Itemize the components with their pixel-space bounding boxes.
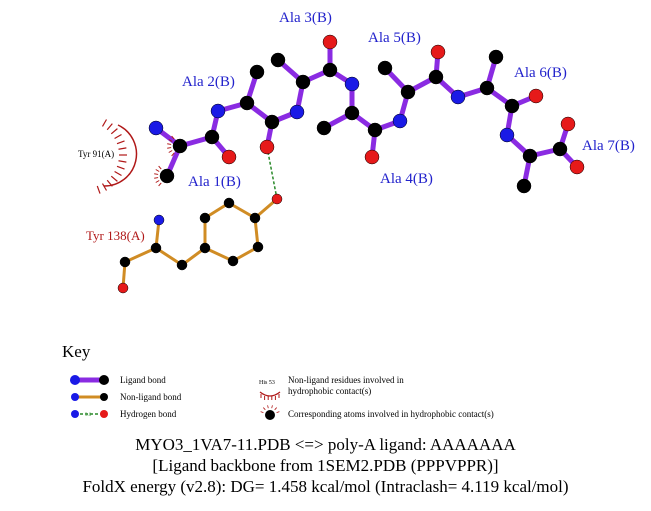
- hydrophobic-contact-arc: [96, 119, 138, 194]
- key-nonligand-bond-label: Non-ligand bond: [120, 392, 182, 402]
- oxygen-atom: [560, 116, 576, 132]
- residue-label-ala4: Ala 4(B): [380, 171, 433, 187]
- carbon-atom: [119, 256, 131, 268]
- nitrogen-atom: [499, 127, 515, 143]
- key-hydrogen-bond-label: Hydrogen bond: [120, 409, 177, 419]
- nitrogen-atom: [392, 113, 408, 129]
- carbon-atom: [223, 197, 235, 209]
- carbon-atom: [488, 49, 504, 65]
- carbon-atom: [249, 64, 265, 80]
- key-hydrophobic-example: His 53: [259, 380, 275, 386]
- carbon-atom: [264, 114, 280, 130]
- carbon-atom: [99, 375, 109, 385]
- nitrogen-atom: [71, 393, 79, 401]
- carbon-atom: [504, 98, 520, 114]
- key-legend: [70, 375, 281, 420]
- nitrogen-atom: [289, 104, 305, 120]
- residue-label-ala2: Ala 2(B): [182, 74, 235, 90]
- oxygen-atom: [322, 34, 338, 50]
- carbon-atom: [516, 178, 532, 194]
- oxygen-atom: [271, 193, 283, 205]
- carbon-atom: [159, 168, 175, 184]
- carbon-atom: [428, 69, 444, 85]
- oxygen-atom: [569, 159, 585, 175]
- carbon-atom: [322, 62, 338, 78]
- residue-label-ala6: Ala 6(B): [514, 65, 567, 81]
- key-ligand-bond-label: Ligand bond: [120, 375, 166, 385]
- carbon-atom: [522, 148, 538, 164]
- oxygen-atom: [364, 149, 380, 165]
- hydrophobic-atom-icon: [265, 410, 275, 420]
- hydrogen-bond: [266, 146, 278, 200]
- carbon-atom: [227, 255, 239, 267]
- key-hydrophobic-residues-label: Non-ligand residues involved in hydropho…: [288, 375, 404, 396]
- hydrophobic-atom-marker: [154, 165, 162, 187]
- residue-label-ala1: Ala 1(B): [188, 174, 241, 190]
- carbon-atom: [199, 212, 211, 224]
- nitrogen-atom: [153, 214, 165, 226]
- carbon-atom: [100, 393, 108, 401]
- carbon-atom: [199, 242, 211, 254]
- carbon-atom: [367, 122, 383, 138]
- carbon-atom: [172, 138, 188, 154]
- residue-label-ala7: Ala 7(B): [582, 138, 635, 154]
- carbon-atom: [239, 95, 255, 111]
- oxygen-atom: [259, 139, 275, 155]
- key-hbond-distance: 3.0: [85, 413, 92, 418]
- oxygen-atom: [117, 282, 129, 294]
- carbon-atom: [295, 74, 311, 90]
- carbon-atom: [176, 259, 188, 271]
- carbon-atom: [479, 80, 495, 96]
- residue-label-ala3: Ala 3(B): [279, 10, 332, 26]
- caption-line-1: MYO3_1VA7-11.PDB <=> poly-A ligand: AAAA…: [135, 435, 516, 454]
- hydrophobic-arc-icon: [259, 391, 281, 397]
- nitrogen-atom: [210, 103, 226, 119]
- oxygen-atom: [528, 88, 544, 104]
- key-title: Key: [62, 342, 91, 361]
- nitrogen-atom: [344, 76, 360, 92]
- carbon-atom: [204, 129, 220, 145]
- carbon-atom: [270, 52, 286, 68]
- nitrogen-atom: [70, 375, 80, 385]
- carbon-atom: [552, 141, 568, 157]
- caption-line-3: FoldX energy (v2.8): DG= 1.458 kcal/mol …: [82, 477, 569, 496]
- hydrophobic-atom-marker: [167, 135, 175, 157]
- key-hydrophobic-atoms-label: Corresponding atoms involved in hydropho…: [288, 409, 494, 419]
- oxygen-atom: [221, 149, 237, 165]
- nonligand-bond: [124, 246, 157, 264]
- nitrogen-atom: [148, 120, 164, 136]
- carbon-atom: [344, 105, 360, 121]
- carbon-atom: [316, 120, 332, 136]
- carbon-atom: [150, 242, 162, 254]
- carbon-atom: [249, 212, 261, 224]
- nitrogen-atom: [71, 410, 79, 418]
- oxygen-atom: [430, 44, 446, 60]
- caption-line-2: [Ligand backbone from 1SEM2.PDB (PPPVPPR…: [152, 456, 499, 475]
- carbon-atom: [400, 84, 416, 100]
- residue-label-tyr138: Tyr 138(A): [86, 228, 145, 243]
- residue-label-ala5: Ala 5(B): [368, 30, 421, 46]
- nitrogen-atom: [450, 89, 466, 105]
- carbon-atom: [377, 60, 393, 76]
- residue-label-tyr91: Tyr 91(A): [78, 149, 115, 159]
- oxygen-atom: [100, 410, 108, 418]
- carbon-atom: [252, 241, 264, 253]
